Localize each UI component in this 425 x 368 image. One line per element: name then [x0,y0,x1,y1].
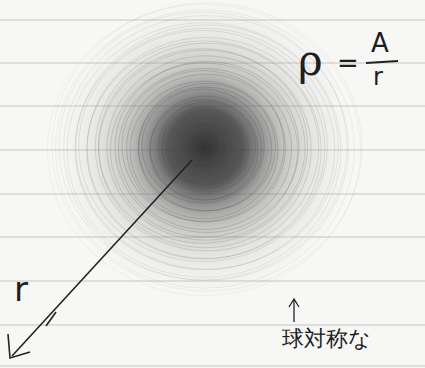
pencil-ring [122,71,284,222]
pencil-ring [47,4,360,295]
fraction-bar [366,61,398,63]
ruled-line [0,366,425,367]
pointer-arrow [293,300,294,322]
pencil-ring [56,10,355,288]
arrow-head [8,334,30,358]
pencil-ring [150,100,258,201]
pencil-ring [142,89,265,203]
pencil-ring [64,16,349,281]
pencil-ring [150,96,262,200]
pencil-ring [138,87,272,211]
radius-label: r [14,272,28,306]
pencil-ring [139,83,276,210]
pencil-ring [67,23,341,278]
pencil-ring [115,61,299,232]
equals-sign: = [337,50,359,76]
pencil-ring [110,63,297,237]
tick-mark [46,312,56,326]
denominator: r [373,65,383,89]
pencil-ring [95,43,318,251]
pencil-ring [52,3,362,291]
rho-symbol: ρ [298,40,323,82]
pointer-head [289,299,299,307]
pencil-ring [162,109,248,189]
pencil-ring [107,56,305,240]
pencil-ring [158,102,255,193]
note-text: 球対称な [282,328,371,350]
pencil-ring [99,50,311,248]
pencil-ring [59,12,347,280]
pencil-ring [98,49,307,244]
pencil-ring [130,81,278,218]
pencil-ring [119,69,292,230]
pencil-ring [79,30,328,261]
ruled-line [0,325,425,326]
pencil-ring [76,25,339,269]
pencil-ring [161,107,244,184]
pencil-ring [127,74,286,222]
pencil-ring [87,38,325,259]
numerator: A [371,30,389,56]
pencil-ring [185,129,221,162]
concentric-rings [47,3,362,296]
density-shading [55,0,355,298]
radius-arrow [12,160,192,356]
